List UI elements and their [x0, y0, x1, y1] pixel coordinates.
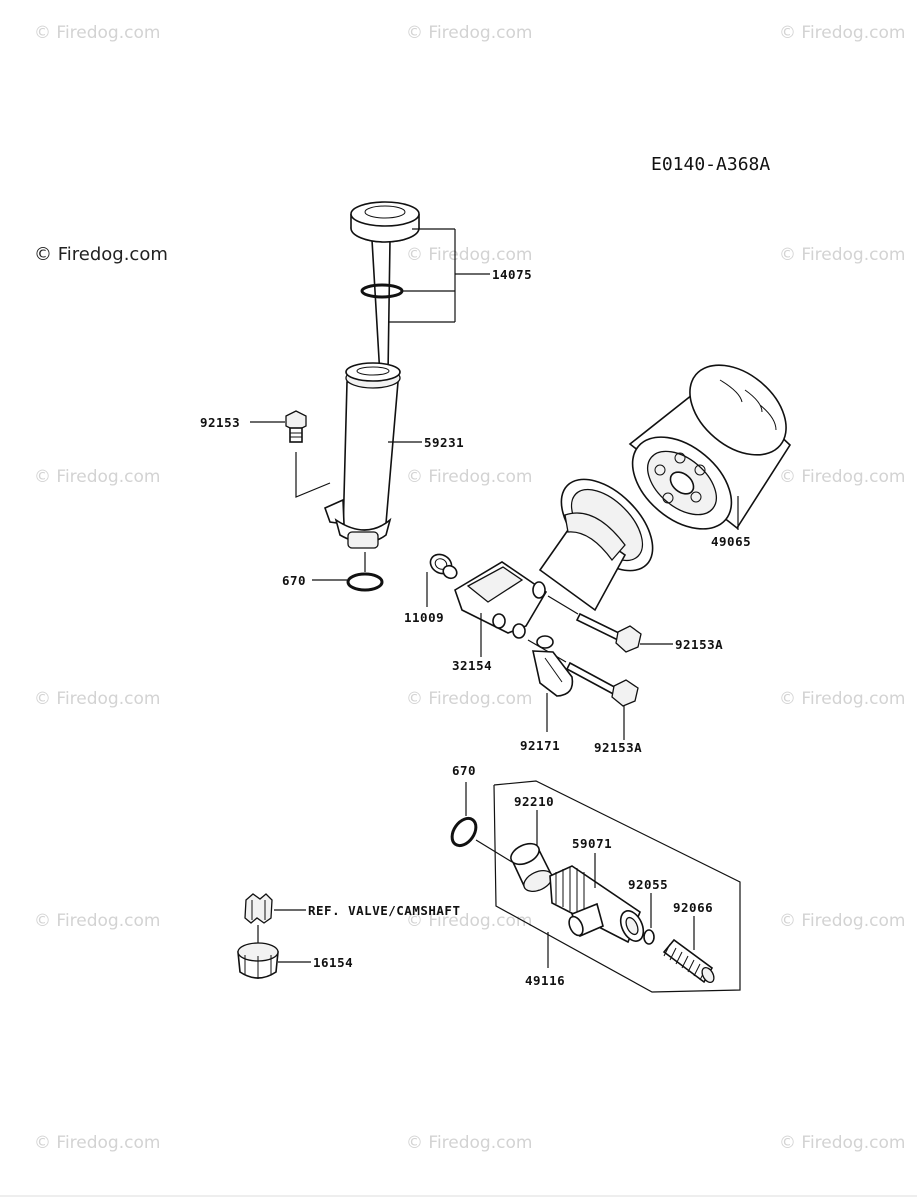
- dipstick-cap-ridge: [364, 205, 406, 219]
- part-label-59231: 59231: [424, 435, 464, 450]
- watermark: © Firedog.com: [406, 467, 532, 487]
- watermark: © Firedog.com: [406, 23, 532, 43]
- valve-body-59071: [549, 865, 645, 944]
- dipstick-cap-top: [350, 201, 420, 227]
- watermark: © Firedog.com: [779, 689, 905, 709]
- dipstick-o-ring: [360, 283, 404, 299]
- watermark: © Firedog.com: [779, 23, 905, 43]
- part-label-92055: 92055: [628, 877, 668, 892]
- part-label-32154: 32154: [452, 658, 492, 673]
- clamp-92171: [531, 635, 574, 697]
- oil-filter: [628, 364, 792, 530]
- tube-mouth-inner: [356, 366, 390, 376]
- gear-16154: [237, 925, 279, 979]
- part-label-92171: 92171: [520, 738, 560, 753]
- ref-valve-camshaft-label: REF. VALVE/CAMSHAFT: [308, 903, 461, 918]
- watermark: © Firedog.com: [779, 467, 905, 487]
- watermark: © Firedog.com: [34, 689, 160, 709]
- watermark: © Firedog.com: [34, 23, 160, 43]
- part-label-16154: 16154: [313, 955, 353, 970]
- oil-filler-tube: [342, 381, 399, 536]
- leader-14075: [388, 228, 490, 323]
- leader-o-ring-to-plug: [475, 839, 513, 863]
- gear-ref-valve-camshaft: [244, 893, 273, 924]
- leader-bolt-to-bracket: [295, 452, 331, 498]
- group-bracket-49116: [493, 780, 741, 993]
- part-label-49116: 49116: [525, 973, 565, 988]
- o-ring-670-bottom: [450, 816, 478, 848]
- ring-92055: [643, 929, 655, 945]
- filter-mount: [454, 478, 654, 639]
- part-label-92153A-lower: 92153A: [594, 740, 642, 755]
- watermark: © Firedog.com: [34, 467, 160, 487]
- copyright-notice: © Firedog.com: [34, 244, 168, 265]
- part-label-92066: 92066: [673, 900, 713, 915]
- tube-bracket: [323, 498, 345, 525]
- watermark: © Firedog.com: [406, 1133, 532, 1153]
- o-ring-670-top: [346, 572, 384, 592]
- watermark: © Firedog.com: [406, 911, 532, 931]
- bolt-92153A-lower: [527, 639, 639, 707]
- part-label-14075: 14075: [492, 267, 532, 282]
- watermark-layer: © Firedog.com © Firedog.com © Firedog.co…: [34, 23, 905, 1153]
- washers-11009: [429, 553, 458, 580]
- part-label-92153: 92153: [200, 415, 240, 430]
- tube-mouth-rim: [345, 362, 401, 382]
- watermark: © Firedog.com: [406, 245, 532, 265]
- part-label-59071: 59071: [572, 836, 612, 851]
- part-label-49065: 49065: [711, 534, 751, 549]
- watermark: © Firedog.com: [34, 911, 160, 931]
- plug-92210: [510, 842, 553, 892]
- spring-92066: [662, 938, 715, 984]
- part-label-92210: 92210: [514, 794, 554, 809]
- diagram-code: E0140-A368A: [651, 154, 770, 175]
- dipstick-rod: [371, 239, 391, 378]
- watermark: © Firedog.com: [34, 1133, 160, 1153]
- watermark: © Firedog.com: [406, 689, 532, 709]
- bolt-92153A-upper: [547, 595, 642, 653]
- watermark: © Firedog.com: [779, 245, 905, 265]
- bolt-92153: [285, 410, 307, 443]
- part-label-670-bottom: 670: [452, 763, 476, 778]
- part-label-670-top: 670: [282, 573, 306, 588]
- tube-spigot: [347, 531, 379, 549]
- watermark: © Firedog.com: [779, 1133, 905, 1153]
- part-label-92153A-upper: 92153A: [675, 637, 723, 652]
- watermark: © Firedog.com: [779, 911, 905, 931]
- part-label-11009: 11009: [404, 610, 444, 625]
- dipstick-assembly: [323, 201, 420, 549]
